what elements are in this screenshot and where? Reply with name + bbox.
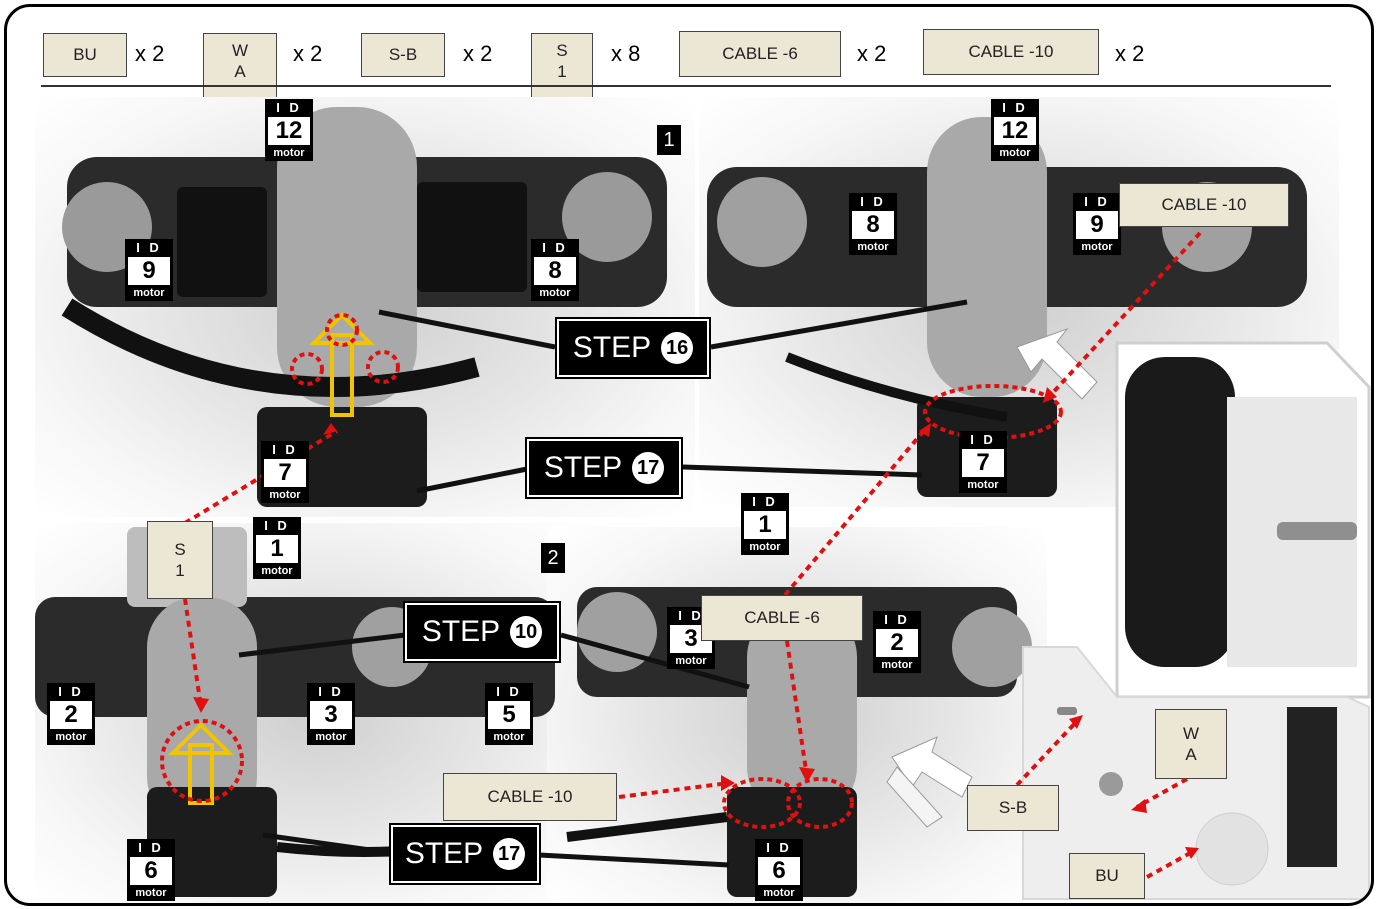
motor-id-value: 3 bbox=[310, 701, 352, 729]
motor-id-tag: I D 1 motor bbox=[741, 493, 789, 555]
id-tag-prefix: I D bbox=[307, 683, 355, 701]
step-10-label: STEP 10 bbox=[405, 603, 559, 661]
id-tag-prefix: I D bbox=[849, 193, 897, 211]
id-tag-suffix: motor bbox=[47, 729, 95, 745]
motor-id-tag: I D 2 motor bbox=[873, 611, 921, 673]
motor-id-value: 9 bbox=[1076, 211, 1118, 239]
motor-id-tag: I D 6 motor bbox=[127, 839, 175, 901]
id-tag-prefix: I D bbox=[959, 431, 1007, 449]
step-text: STEP bbox=[573, 331, 651, 365]
id-tag-prefix: I D bbox=[261, 441, 309, 459]
id-tag-suffix: motor bbox=[307, 729, 355, 745]
assembly-frame: BU x 2 W A x 2 S-B x 2 S 1 x 8 CABLE -6 … bbox=[4, 4, 1374, 906]
id-tag-prefix: I D bbox=[741, 493, 789, 511]
leader-step17-left bbox=[417, 469, 527, 491]
id-tag-suffix: motor bbox=[127, 885, 175, 901]
id-tag-suffix: motor bbox=[261, 487, 309, 503]
id-tag-suffix: motor bbox=[125, 285, 173, 301]
id-tag-suffix: motor bbox=[485, 729, 533, 745]
motor-id-tag: I D 9 motor bbox=[1073, 193, 1121, 255]
id-tag-prefix: I D bbox=[125, 239, 173, 257]
motor-id-tag: I D 12 motor bbox=[265, 99, 313, 161]
step-number: 10 bbox=[510, 616, 542, 648]
panel-number-1: 1 bbox=[657, 125, 681, 155]
callout-cable10-top: CABLE -10 bbox=[1119, 183, 1289, 227]
id-tag-prefix: I D bbox=[485, 683, 533, 701]
callout-s1: S 1 bbox=[147, 521, 213, 599]
id-tag-suffix: motor bbox=[873, 657, 921, 673]
callout-bu: BU bbox=[1069, 853, 1145, 899]
motor-id-tag: I D 2 motor bbox=[47, 683, 95, 745]
motor-id-tag: I D 8 motor bbox=[849, 193, 897, 255]
motor-id-tag: I D 9 motor bbox=[125, 239, 173, 301]
motor-id-tag: I D 12 motor bbox=[991, 99, 1039, 161]
step-16-label: STEP 16 bbox=[557, 319, 709, 377]
callout-cable6: CABLE -6 bbox=[701, 595, 863, 641]
id-tag-prefix: I D bbox=[127, 839, 175, 857]
id-tag-suffix: motor bbox=[667, 653, 715, 669]
motor-id-value: 2 bbox=[876, 629, 918, 657]
step-17-label-top: STEP 17 bbox=[527, 439, 681, 497]
motor-id-tag: I D 7 motor bbox=[261, 441, 309, 503]
motor-id-value: 2 bbox=[50, 701, 92, 729]
id-tag-suffix: motor bbox=[741, 539, 789, 555]
step-number: 17 bbox=[632, 452, 664, 484]
motor-id-value: 7 bbox=[264, 459, 306, 487]
callout-cable10-bottom: CABLE -10 bbox=[443, 773, 617, 821]
step-text: STEP bbox=[544, 451, 622, 485]
id-tag-prefix: I D bbox=[991, 99, 1039, 117]
id-tag-prefix: I D bbox=[531, 239, 579, 257]
motor-id-value: 8 bbox=[534, 257, 576, 285]
step-text: STEP bbox=[422, 615, 500, 649]
id-tag-suffix: motor bbox=[1073, 239, 1121, 255]
id-tag-suffix: motor bbox=[531, 285, 579, 301]
id-tag-prefix: I D bbox=[755, 839, 803, 857]
step-17-label-bottom: STEP 17 bbox=[391, 825, 539, 883]
step-number: 17 bbox=[493, 838, 525, 870]
motor-id-tag: I D 5 motor bbox=[485, 683, 533, 745]
id-tag-prefix: I D bbox=[265, 99, 313, 117]
id-tag-prefix: I D bbox=[47, 683, 95, 701]
motor-id-value: 9 bbox=[128, 257, 170, 285]
id-tag-suffix: motor bbox=[849, 239, 897, 255]
step-number: 16 bbox=[661, 332, 693, 364]
id-tag-suffix: motor bbox=[265, 145, 313, 161]
motor-id-tag: I D 3 motor bbox=[307, 683, 355, 745]
id-tag-prefix: I D bbox=[1073, 193, 1121, 211]
id-tag-suffix: motor bbox=[959, 477, 1007, 493]
motor-id-value: 8 bbox=[852, 211, 894, 239]
motor-id-value: 7 bbox=[962, 449, 1004, 477]
id-tag-prefix: I D bbox=[873, 611, 921, 629]
motor-id-value: 1 bbox=[256, 535, 298, 563]
callout-sb: S-B bbox=[967, 785, 1059, 831]
id-tag-prefix: I D bbox=[253, 517, 301, 535]
motor-id-value: 6 bbox=[130, 857, 172, 885]
leader-step17b-right bbox=[539, 855, 729, 865]
id-tag-suffix: motor bbox=[991, 145, 1039, 161]
panel-number-2: 2 bbox=[541, 543, 565, 573]
motor-id-tag: I D 6 motor bbox=[755, 839, 803, 901]
motor-id-value: 12 bbox=[994, 117, 1036, 145]
motor-id-tag: I D 1 motor bbox=[253, 517, 301, 579]
id-tag-suffix: motor bbox=[253, 563, 301, 579]
motor-id-tag: I D 7 motor bbox=[959, 431, 1007, 493]
step-text: STEP bbox=[405, 837, 483, 871]
motor-id-value: 12 bbox=[268, 117, 310, 145]
motor-id-value: 5 bbox=[488, 701, 530, 729]
motor-id-value: 1 bbox=[744, 511, 786, 539]
motor-id-value: 6 bbox=[758, 857, 800, 885]
callout-wa: W A bbox=[1155, 709, 1227, 779]
motor-id-tag: I D 8 motor bbox=[531, 239, 579, 301]
id-tag-suffix: motor bbox=[755, 885, 803, 901]
